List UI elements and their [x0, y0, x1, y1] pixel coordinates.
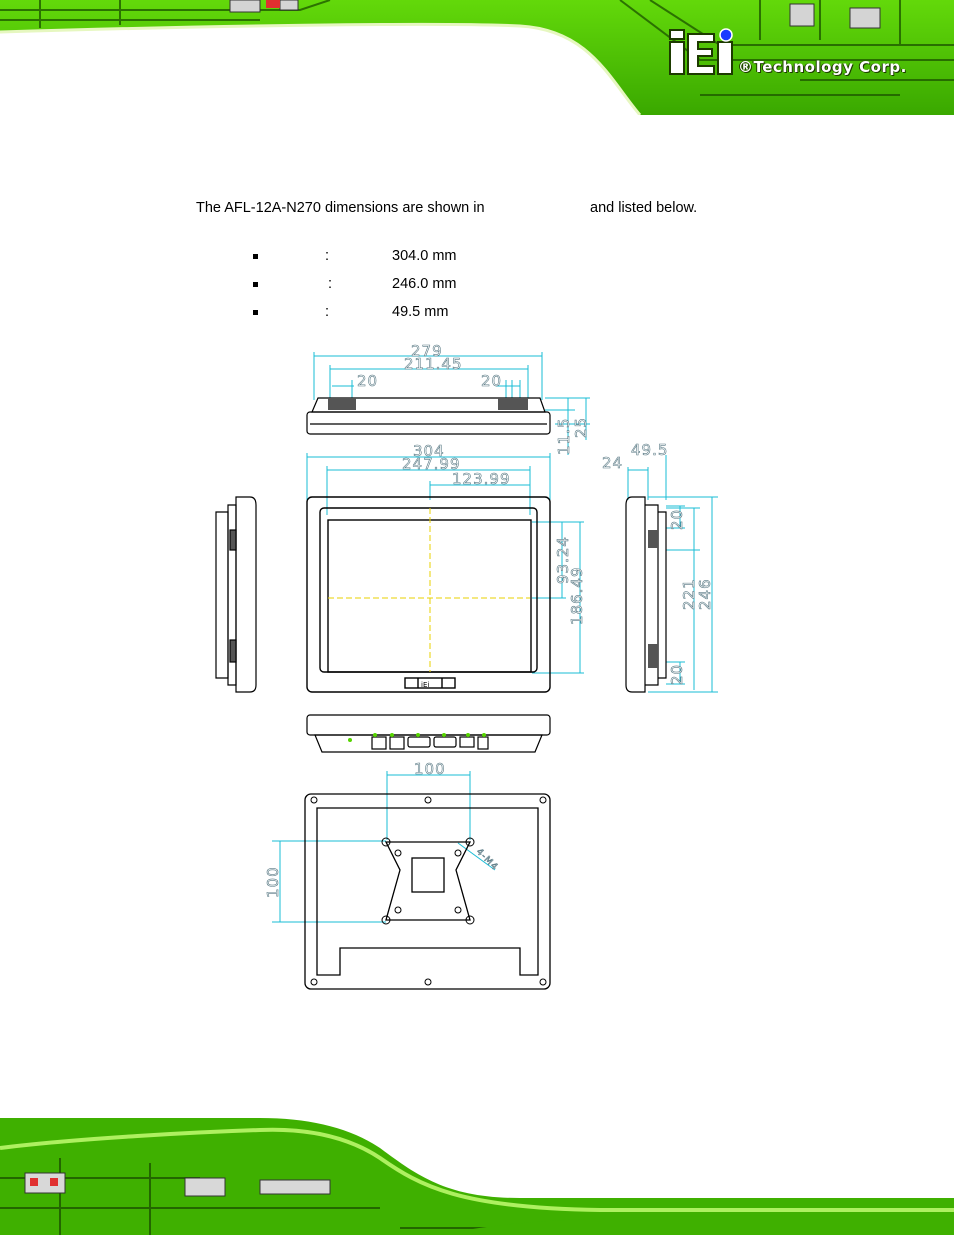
- footer-banner: [0, 1118, 954, 1235]
- dim-top-height-a: 11.5: [555, 418, 573, 455]
- intro-text-right: and listed below.: [590, 200, 698, 216]
- iei-logo: [668, 28, 738, 81]
- dim-top-offset-right: 20: [481, 372, 502, 390]
- dim-top-offset-left: 20: [357, 372, 378, 390]
- dim-side-bottom-offset: 20: [668, 664, 686, 685]
- iei-logo-icon: [669, 28, 733, 75]
- dim-side-depth-b: 49.5: [631, 441, 668, 459]
- left-side-view: [215, 496, 257, 693]
- dim-side-inner-height: 221: [680, 578, 698, 610]
- intro-text-left: The AFL-12A-N270 dimensions are shown in: [196, 200, 485, 216]
- brand-tagline: ®Technology Corp.: [738, 58, 907, 76]
- dim-front-width-screen: 247.99: [402, 455, 461, 473]
- spec-value-width: 304.0 mm: [392, 248, 457, 264]
- spec-bullet: [253, 282, 258, 287]
- dim-top-width-overall: 279: [411, 342, 443, 360]
- dim-front-height-screen: 186.49: [568, 567, 586, 626]
- dim-rear-vesa-vertical: 100: [264, 866, 282, 898]
- dim-front-width-overall: 304: [413, 442, 445, 460]
- dim-top-width-inner: 211.45: [404, 355, 463, 373]
- dim-rear-vesa-horizontal: 100: [414, 760, 446, 778]
- header-banner: ®Technology Corp.: [0, 0, 954, 116]
- front-badge-logo: iEi: [421, 681, 429, 689]
- circuit-board-footer-graphic: [0, 1118, 954, 1235]
- dimension-labels: 279 211.45 20 20 11.5 25 304 247.99 123.…: [264, 342, 715, 899]
- dim-side-top-offset: 20: [668, 509, 686, 530]
- dim-front-half-height: 93.24: [554, 536, 572, 584]
- front-view: [306, 453, 584, 693]
- dim-rear-hole-label: 4-M4: [474, 847, 500, 873]
- dim-top-height-b: 25: [572, 417, 590, 438]
- dim-side-depth-a: 24: [602, 454, 623, 472]
- top-view: [306, 352, 590, 455]
- spec-value-height: 246.0 mm: [392, 276, 457, 292]
- dimension-drawing: 279 211.45 20 20 11.5 25 304 247.99 123.…: [215, 342, 718, 990]
- spec-colon: :: [325, 304, 330, 320]
- dim-side-overall-height: 246: [696, 578, 714, 610]
- spec-value-depth: 49.5 mm: [392, 304, 449, 320]
- spec-bullet: [253, 310, 258, 315]
- rear-view: [272, 771, 551, 990]
- dim-front-half-width: 123.99: [452, 470, 511, 488]
- spec-colon: :: [328, 276, 333, 292]
- io-bottom-view: [306, 714, 551, 753]
- spec-bullet: [253, 254, 258, 259]
- circuit-board-header-graphic: [0, 0, 954, 116]
- right-side-view: [625, 455, 718, 693]
- spec-colon: :: [325, 248, 330, 264]
